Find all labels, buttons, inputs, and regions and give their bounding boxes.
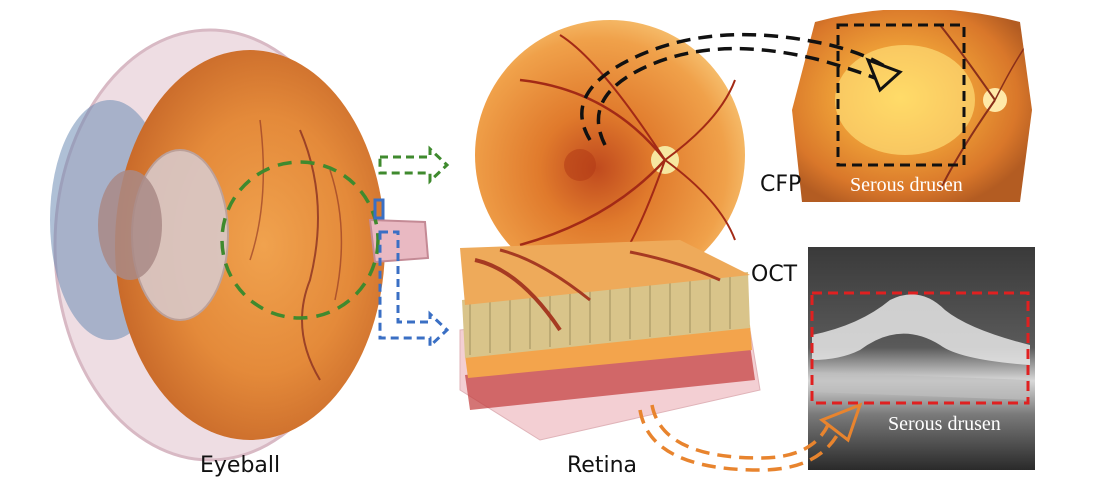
oct-image <box>808 247 1035 470</box>
eyeball-label: Eyeball <box>200 453 281 478</box>
oct-drusen-box <box>810 291 1030 405</box>
cfp-label: CFP <box>760 172 802 197</box>
arrow-retina-to-oct-icon <box>638 402 863 472</box>
macula-region-marker <box>220 160 380 320</box>
cfp-drusen-box <box>836 23 966 167</box>
arrow-fundus-to-cfp-icon <box>580 32 903 146</box>
retina-layers-illustration <box>459 240 761 441</box>
cfp-finding-label: Serous drusen <box>850 174 963 196</box>
arrow-to-fundus-icon <box>378 145 450 185</box>
cfp-image <box>792 10 1032 202</box>
fundus-illustration <box>475 20 745 290</box>
eyeball-illustration <box>50 28 430 462</box>
optic-nerve-marker <box>373 198 385 220</box>
retina-label: Retina <box>567 453 637 478</box>
oct-label: OCT <box>751 262 798 287</box>
oct-finding-label: Serous drusen <box>888 413 1001 435</box>
arrow-to-retina-layers-icon <box>378 230 450 350</box>
